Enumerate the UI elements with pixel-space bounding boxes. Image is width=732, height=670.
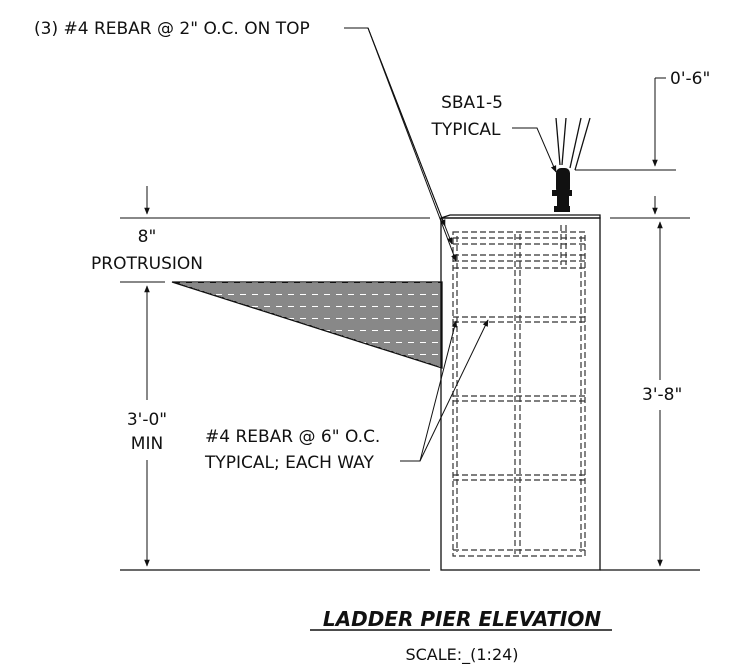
min-height-dimension: 3'-0" bbox=[127, 410, 167, 430]
soil-wedge-hatch bbox=[171, 281, 443, 369]
left-dimension-lines bbox=[120, 186, 430, 567]
scale-label: SCALE:_(1:24) bbox=[405, 645, 518, 665]
concrete-pier bbox=[440, 214, 601, 571]
protrusion-label: PROTRUSION bbox=[91, 254, 203, 274]
top-rebar-label: (3) #4 REBAR @ 2" O.C. ON TOP bbox=[34, 19, 310, 39]
rebar-spacing-label: #4 REBAR @ 6" O.C. bbox=[205, 427, 380, 447]
rebar-cage bbox=[452, 225, 586, 557]
leader-lines bbox=[344, 27, 557, 462]
min-label: MIN bbox=[131, 434, 163, 454]
protrusion-dimension: 8" bbox=[138, 227, 157, 247]
rebar-each-way-label: TYPICAL; EACH WAY bbox=[204, 453, 374, 473]
top-offset-dimension: 0'-6" bbox=[670, 69, 710, 89]
sba-typical-label: TYPICAL bbox=[430, 120, 501, 140]
sba-label: SBA1-5 bbox=[441, 93, 503, 113]
drawing-title: LADDER PIER ELEVATION bbox=[323, 607, 601, 631]
ladder-rail-fitting bbox=[552, 117, 591, 212]
right-dimension-lines bbox=[575, 77, 690, 567]
pier-height-dimension: 3'-8" bbox=[642, 385, 682, 405]
